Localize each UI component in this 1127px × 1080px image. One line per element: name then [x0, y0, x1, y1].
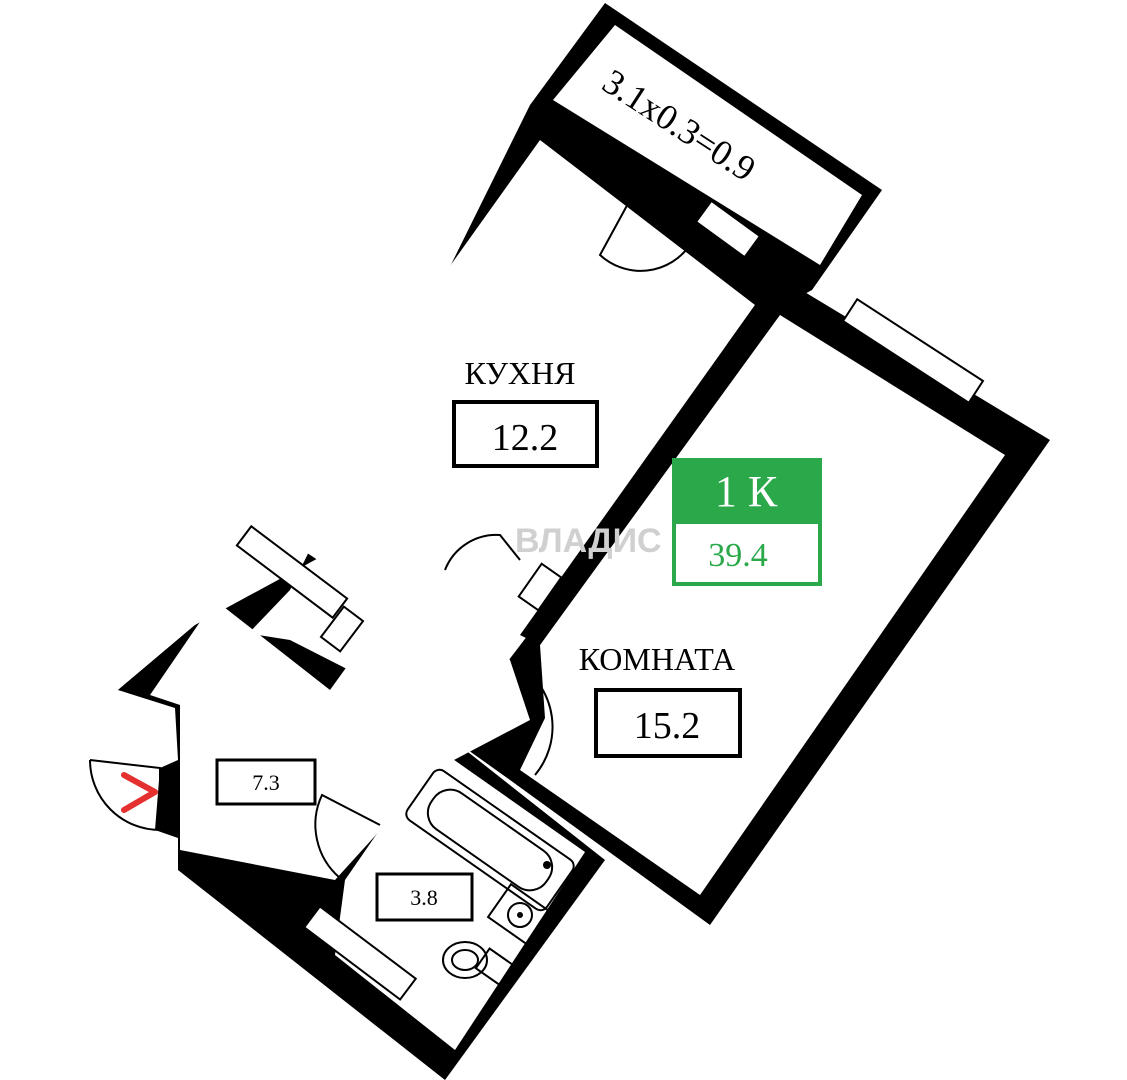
- balcony-floor: [553, 25, 862, 265]
- room-area: 15.2: [634, 705, 701, 747]
- room-area-box: [594, 688, 742, 758]
- bathtub-icon: [405, 768, 575, 912]
- total-area: 39.4: [708, 537, 768, 574]
- kitchen-window: [235, 524, 349, 620]
- room-door: [519, 664, 554, 776]
- kitchen-corner-wall: [540, 105, 650, 200]
- room-name: КОМНАТА: [579, 641, 736, 677]
- sink-icon: [486, 882, 554, 948]
- kitchen-niche: [319, 605, 365, 653]
- entrance-arrow-icon: [121, 772, 158, 813]
- kitchen-door: [444, 533, 521, 571]
- kitchen-area: 12.2: [492, 417, 559, 459]
- bathroom-door: [314, 793, 381, 879]
- toilet-icon: [442, 941, 516, 987]
- hall-area-box: [215, 758, 317, 806]
- bathroom-area-box: [375, 872, 474, 922]
- room-window: [841, 297, 985, 405]
- total-area-box: [672, 520, 822, 586]
- bathroom-vent: [302, 905, 418, 1001]
- rooms-badge: [672, 458, 822, 520]
- partition-wall: [520, 305, 775, 645]
- balcony-window: [694, 199, 762, 259]
- bathroom-area: 3.8: [410, 885, 438, 910]
- kitchen-name: КУХНЯ: [465, 355, 576, 391]
- kitchen-area-box: [452, 400, 599, 468]
- watermark: ВЛАДИС: [515, 522, 662, 560]
- balcony-door: [598, 199, 691, 272]
- wardrobe-niche: [517, 562, 563, 612]
- rooms-count: 1 К: [715, 467, 778, 516]
- kitchen-floor: [265, 140, 755, 635]
- entrance-door: [89, 759, 161, 832]
- hall-area: 7.3: [252, 770, 280, 795]
